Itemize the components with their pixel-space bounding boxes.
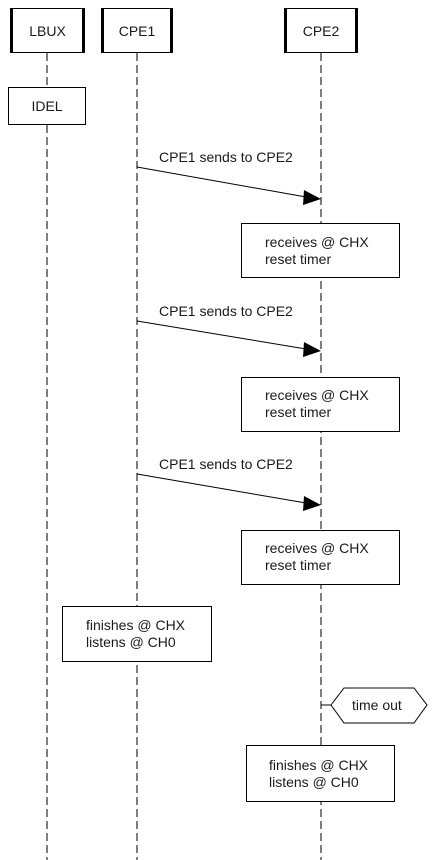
message-label-1: CPE1 sends to CPE2 (159, 149, 293, 165)
note-receive-1-line2: reset timer (265, 251, 332, 267)
note-cpe1-finish: finishes @ CHX listens @ CH0 (62, 606, 212, 662)
participant-cpe1: CPE1 (101, 8, 173, 53)
arrowhead-2 (303, 342, 321, 357)
note-cpe2-finish: finishes @ CHX listens @ CH0 (246, 745, 395, 802)
note-cpe1-finish-line2: listens @ CH0 (86, 634, 176, 650)
participant-lbux-label: LBUX (29, 22, 66, 39)
note-receive-1-line1: receives @ CHX (265, 234, 369, 250)
note-cpe1-finish-line1: finishes @ CHX (86, 617, 186, 633)
message-label-2: CPE1 sends to CPE2 (159, 303, 293, 319)
participant-cpe2: CPE2 (284, 8, 358, 53)
participant-lbux: LBUX (10, 8, 85, 53)
note-cpe2-finish-line1: finishes @ CHX (269, 757, 369, 773)
message-arrow-2 (136, 320, 307, 350)
note-receive-2-line1: receives @ CHX (265, 387, 369, 403)
note-idel: IDEL (8, 87, 86, 125)
note-receive-2-line2: reset timer (265, 404, 332, 420)
timeout-hexagon (330, 687, 428, 724)
arrowhead-1 (303, 190, 321, 205)
timeout-label: time out (352, 697, 402, 713)
message-arrow-3 (136, 473, 307, 504)
message-arrow-1 (136, 166, 307, 198)
participant-cpe2-label: CPE2 (302, 22, 340, 39)
note-idel-label: IDEL (31, 97, 63, 114)
note-receive-1: receives @ CHX reset timer (241, 223, 400, 278)
note-receive-3-line2: reset timer (265, 557, 332, 573)
note-cpe2-finish-line2: listens @ CH0 (269, 774, 359, 790)
note-receive-3: receives @ CHX reset timer (241, 530, 400, 585)
arrowhead-3 (303, 496, 321, 511)
note-receive-3-line1: receives @ CHX (265, 540, 369, 556)
note-receive-2: receives @ CHX reset timer (241, 377, 400, 432)
message-label-3: CPE1 sends to CPE2 (159, 456, 293, 472)
participant-cpe1-label: CPE1 (118, 22, 156, 39)
